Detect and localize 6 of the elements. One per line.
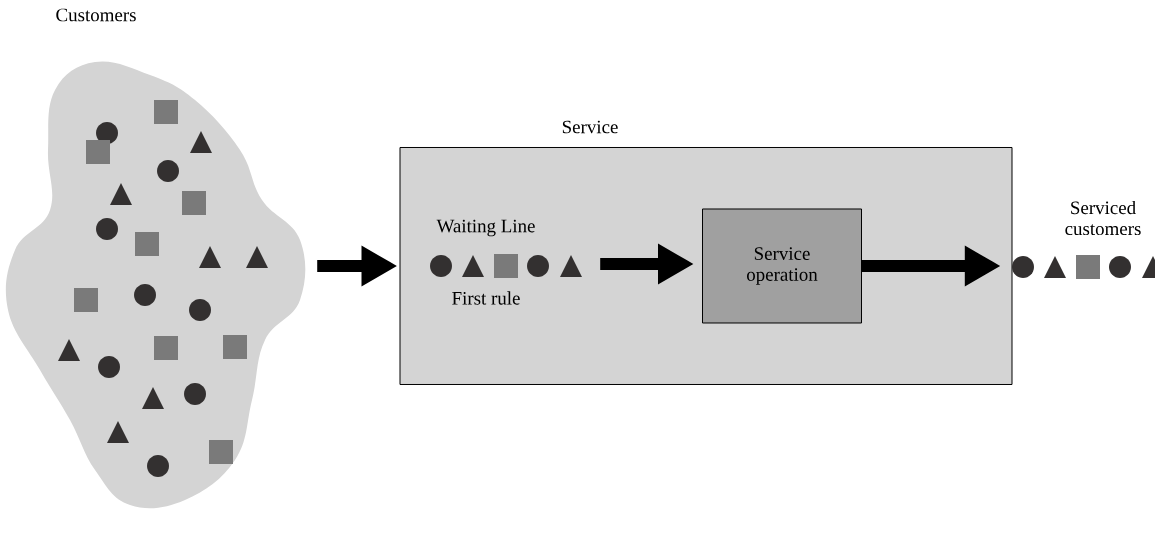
node-heading: Serviced customers	[1065, 200, 1141, 236]
node-heading: Customers	[56, 8, 136, 22]
process-box: Service operation	[702, 208, 862, 324]
queue-rule: First rule	[452, 291, 520, 305]
queue-label: Waiting Line	[436, 219, 535, 237]
node-heading: Service	[562, 120, 618, 134]
